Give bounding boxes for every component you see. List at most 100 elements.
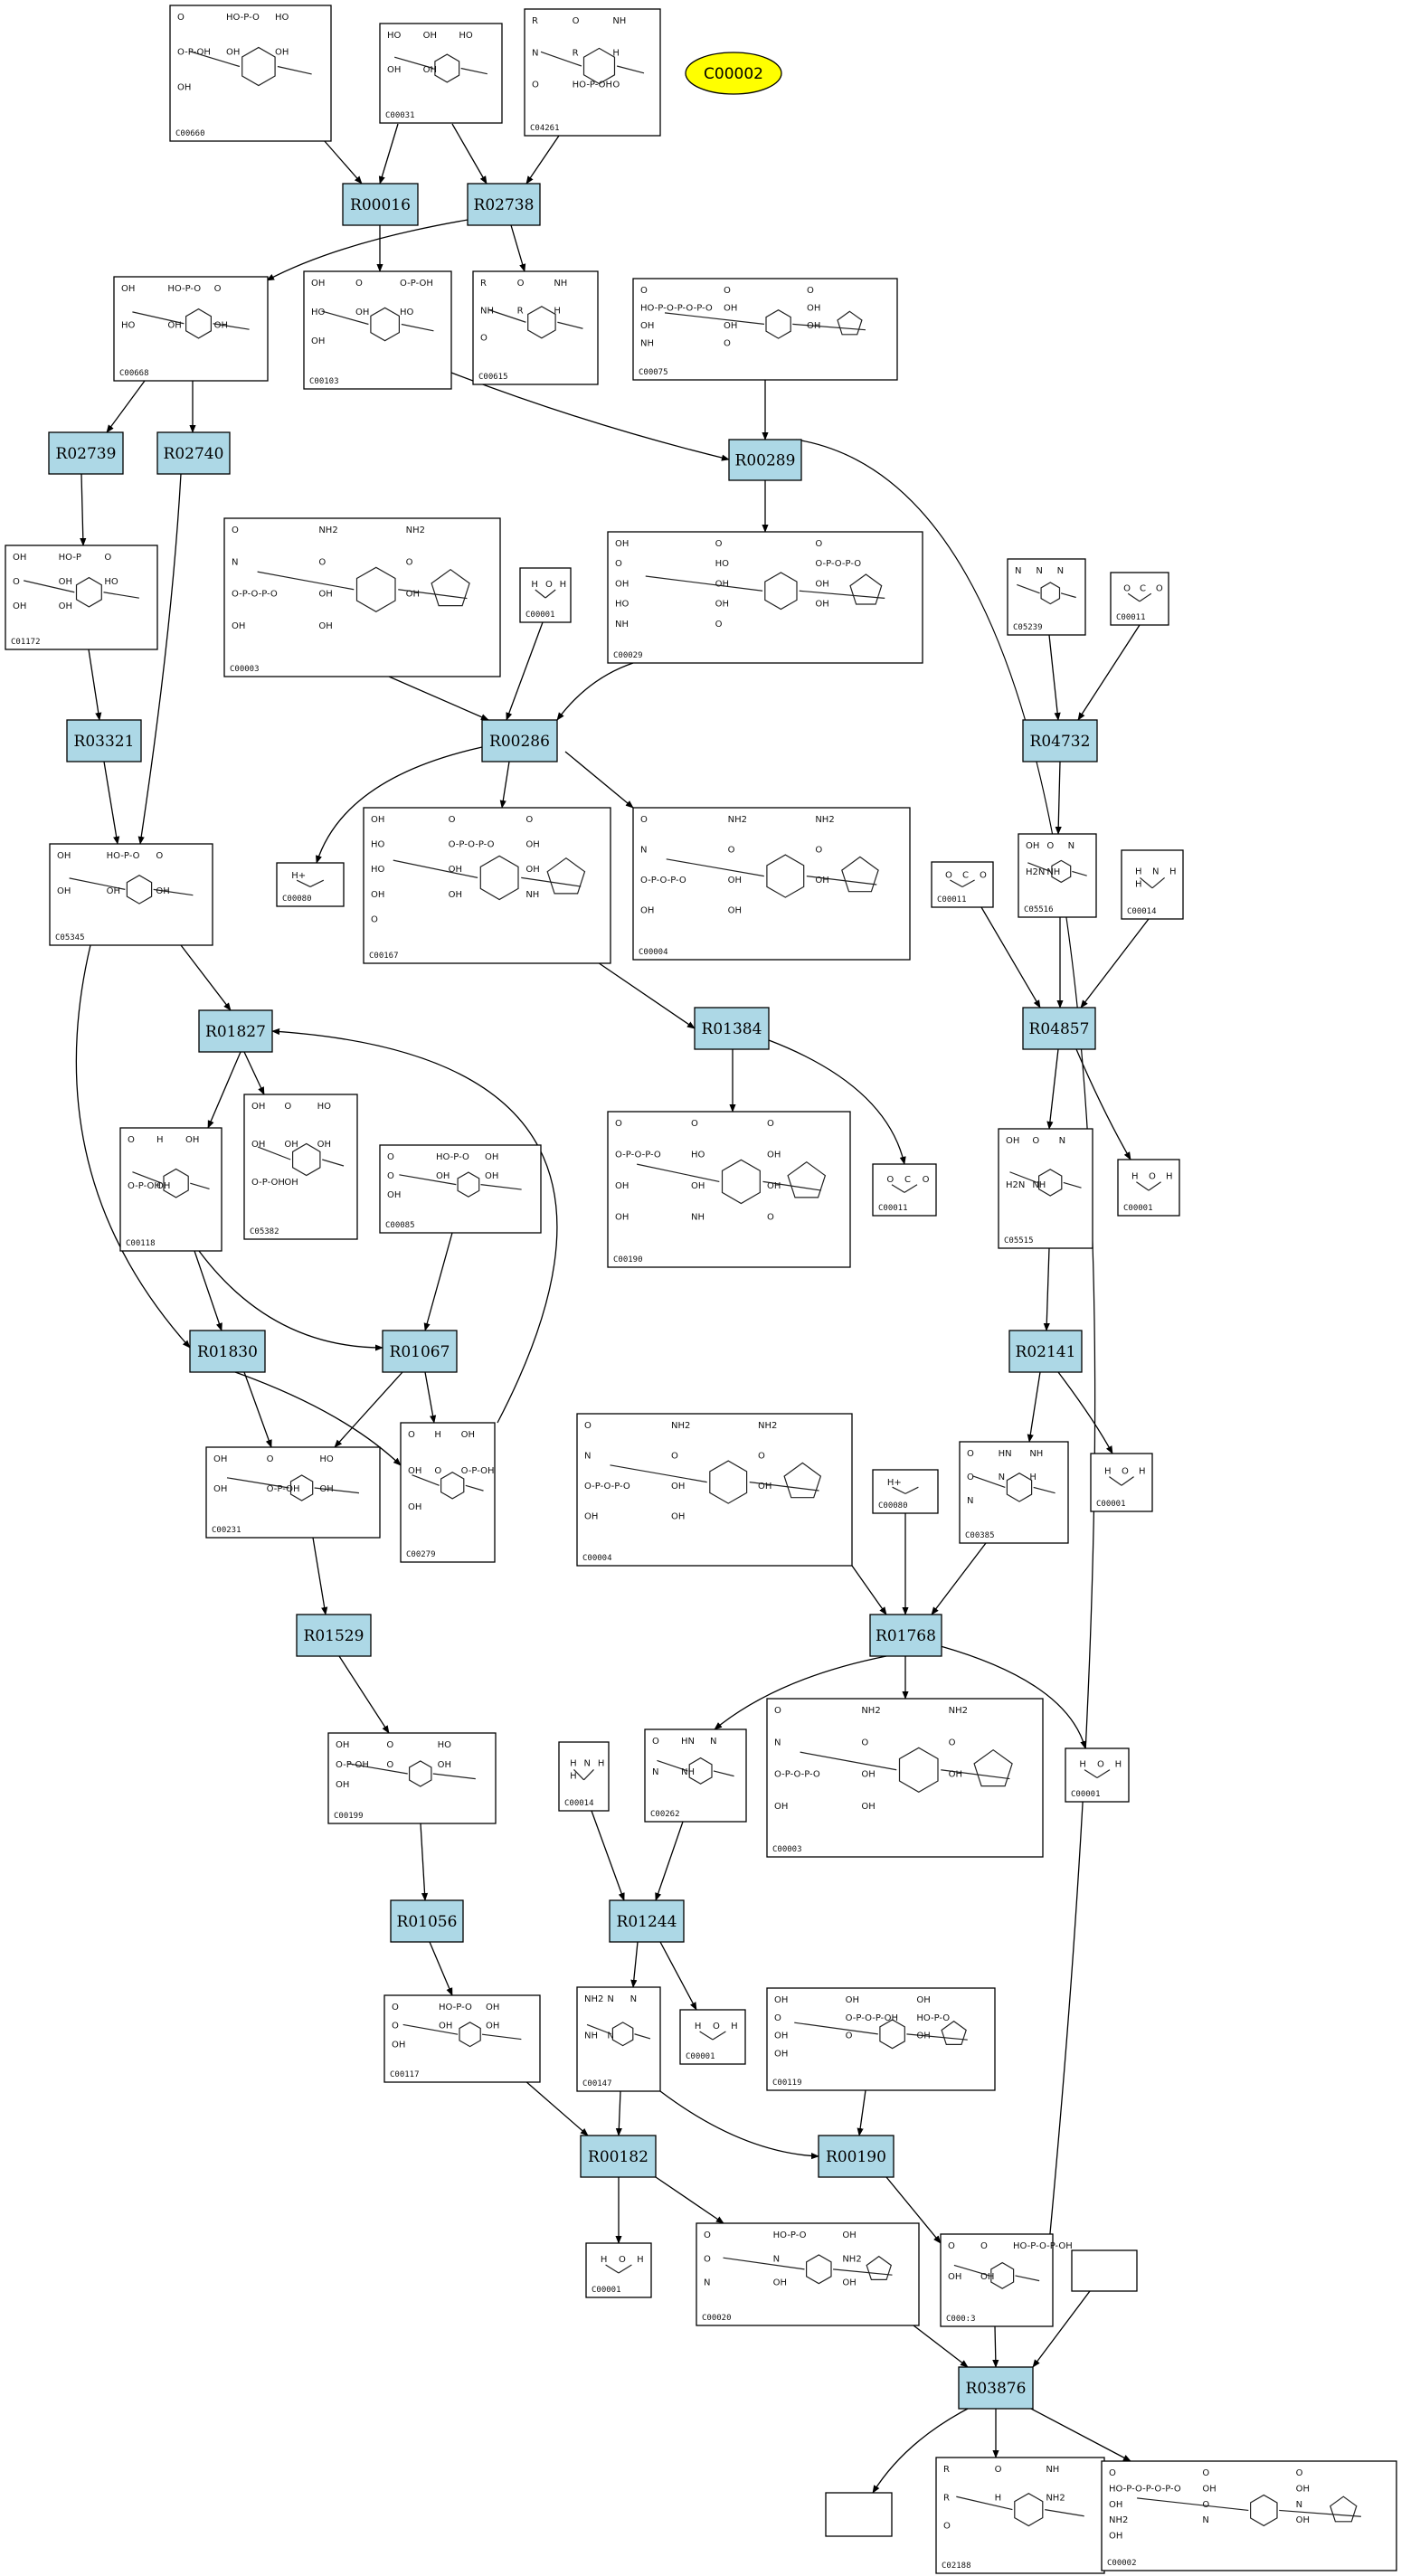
reaction-r00286[interactable]: R00286: [481, 719, 558, 762]
reaction-r04732[interactable]: R04732: [1022, 719, 1098, 762]
reaction-label: R01244: [617, 1913, 677, 1931]
atom-label: OH: [980, 2272, 994, 2282]
reaction-r04857[interactable]: R04857: [1022, 1007, 1096, 1050]
reaction-r01244[interactable]: R01244: [609, 1899, 685, 1943]
atom-label: HO: [121, 321, 136, 331]
atom-label: R: [532, 16, 538, 26]
atom-label: OH: [406, 590, 420, 600]
edge-arrow-1: [378, 123, 399, 185]
reaction-r00182[interactable]: R00182: [580, 2135, 657, 2178]
reaction-r03876[interactable]: R03876: [958, 2366, 1034, 2410]
reaction-r00016[interactable]: R00016: [342, 183, 419, 226]
reaction-r02738[interactable]: R02738: [467, 183, 541, 226]
compound-cblank2[interactable]: [825, 2492, 893, 2537]
atom-label: H: [731, 2022, 738, 2031]
structure-icon: [800, 1747, 1013, 1793]
atom-label: O: [517, 279, 525, 289]
reaction-label: R03321: [74, 733, 135, 751]
structure-icon: [402, 2022, 522, 2048]
reaction-label: R00182: [588, 2148, 648, 2166]
edge-arrow-7: [106, 380, 146, 433]
reaction-r01056[interactable]: R01056: [390, 1899, 464, 1943]
compound-cblank1[interactable]: [1071, 2249, 1138, 2292]
atom-label: OH: [807, 321, 820, 331]
atom-label: O: [980, 871, 987, 881]
reaction-r00289[interactable]: R00289: [728, 439, 802, 481]
atom-label: O: [704, 2230, 711, 2240]
reaction-r01384[interactable]: R01384: [694, 1007, 770, 1050]
reaction-r01529[interactable]: R01529: [296, 1614, 372, 1657]
reaction-box: [296, 1614, 372, 1657]
atom-label: H: [554, 306, 561, 316]
compound-c00080a[interactable]: H+C00080: [276, 862, 345, 907]
reaction-r01067[interactable]: R01067: [382, 1330, 458, 1373]
atom-label: H: [598, 1759, 605, 1769]
atom-label: NH: [480, 306, 494, 316]
atom-label: O: [128, 1135, 135, 1145]
reaction-r01768[interactable]: R01768: [869, 1614, 942, 1657]
edge-arrow-31: [1027, 1371, 1041, 1443]
reaction-r01827[interactable]: R01827: [198, 1009, 273, 1053]
compound-id-label: C05345: [55, 933, 85, 942]
atom-label: OH: [185, 1135, 199, 1145]
atom-label: N: [1015, 566, 1021, 576]
reaction-r03321[interactable]: R03321: [66, 719, 142, 762]
reaction-r00190[interactable]: R00190: [818, 2135, 895, 2178]
reaction-r02739[interactable]: R02739: [48, 431, 124, 475]
compound-c00080b[interactable]: H+C00080: [872, 1469, 939, 1514]
compound-c00002h[interactable]: C00002: [685, 52, 782, 95]
reaction-r02740[interactable]: R02740: [156, 431, 231, 475]
atom-label: OH: [485, 1152, 498, 1162]
compound-id-label: C00167: [369, 952, 399, 961]
reaction-r01830[interactable]: R01830: [189, 1330, 266, 1373]
atom-label: H: [1104, 1466, 1112, 1476]
reaction-r02141[interactable]: R02141: [1008, 1330, 1083, 1373]
atom-label: N: [630, 1994, 637, 2004]
